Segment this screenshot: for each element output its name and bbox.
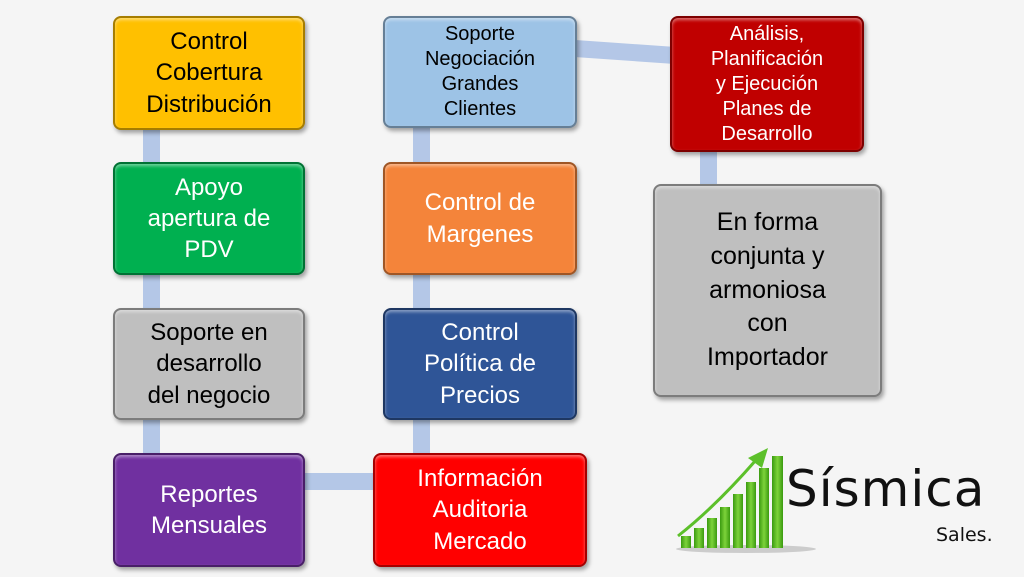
connector: [700, 150, 717, 186]
box-control-margenes: Control de Margenes: [383, 162, 577, 275]
box-label: Análisis, Planificación y Ejecución Plan…: [710, 22, 824, 145]
connector: [574, 40, 673, 64]
box-label: Soporte en desarrollo del negocio: [147, 319, 271, 409]
growth-chart-logo-icon: [676, 448, 816, 553]
box-planes-desarrollo: Análisis, Planificación y Ejecución Plan…: [670, 16, 864, 152]
box-label: Apoyo apertura de PDV: [147, 173, 271, 264]
logo-title: Sísmica: [786, 460, 986, 518]
logo-subtitle: Sales.: [936, 524, 993, 546]
box-label: En forma conjunta y armoniosa con Import…: [707, 208, 828, 372]
box-apoyo-apertura: Apoyo apertura de PDV: [113, 162, 305, 275]
box-importador: En forma conjunta y armoniosa con Import…: [653, 184, 882, 397]
connector: [413, 418, 430, 455]
box-soporte-negocio: Soporte en desarrollo del negocio: [113, 308, 305, 420]
connector: [143, 128, 160, 164]
box-label: Soporte Negociación Grandes Clientes: [424, 23, 536, 120]
connector: [143, 418, 160, 455]
box-label: Control Política de Precios: [423, 319, 537, 409]
box-control-cobertura: Control Cobertura Distribución: [113, 16, 305, 130]
box-label: Control Cobertura Distribución: [146, 28, 272, 118]
box-label: Control de Margenes: [424, 189, 536, 248]
connector: [303, 473, 375, 490]
box-soporte-negociacion: Soporte Negociación Grandes Clientes: [383, 16, 577, 128]
connector: [143, 273, 160, 310]
box-label: Información Auditoria Mercado: [417, 465, 543, 555]
box-control-precios: Control Política de Precios: [383, 308, 577, 420]
connector: [413, 273, 430, 310]
connector: [413, 126, 430, 164]
box-reportes: Reportes Mensuales: [113, 453, 305, 567]
box-auditoria: Información Auditoria Mercado: [373, 453, 587, 567]
box-label: Reportes Mensuales: [150, 480, 268, 539]
